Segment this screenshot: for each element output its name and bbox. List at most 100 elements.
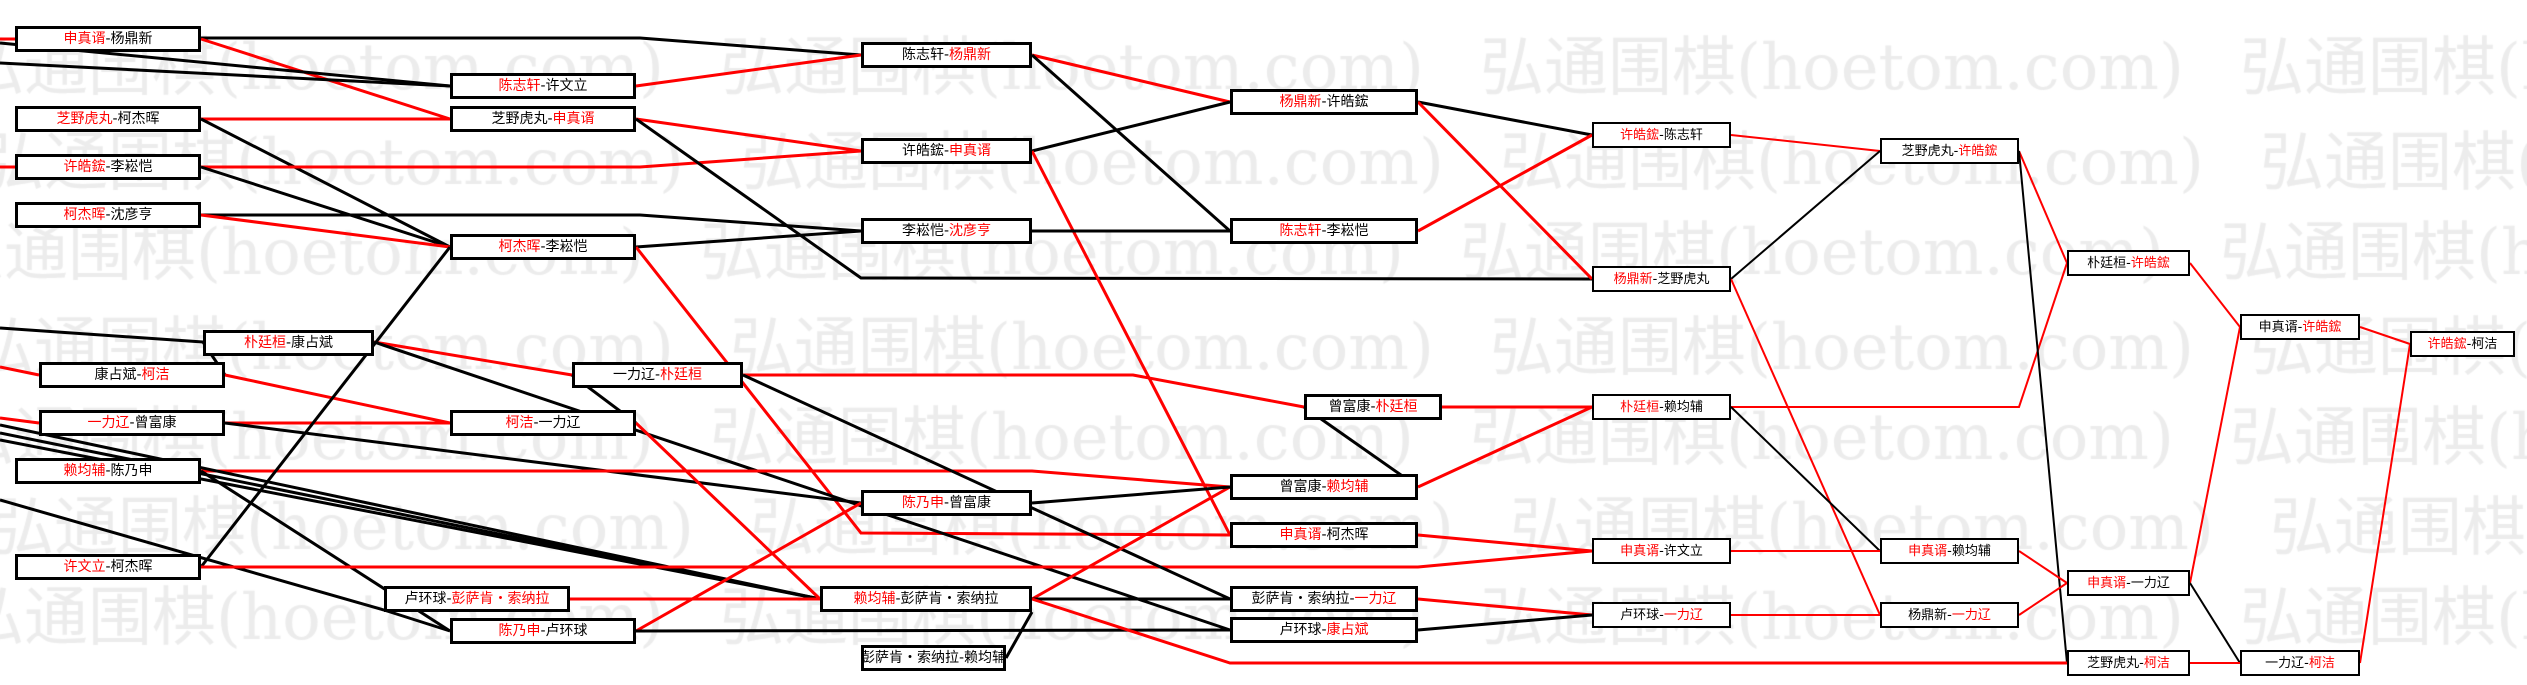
match-box[interactable]: 赖均辅-彭萨肯・索纳拉 [820,586,1032,612]
winner-path-line [2018,150,2068,264]
separator: - [105,31,111,47]
match-box[interactable]: 许文立-柯杰晖 [15,554,201,580]
match-box[interactable]: 卢环球-彭萨肯・索纳拉 [384,586,570,612]
match-box[interactable]: 赖均辅-陈乃申 [15,458,201,484]
match-box[interactable]: 朴廷桓-康占斌 [203,330,374,356]
separator: - [943,495,950,511]
player-two: 朴廷桓 [660,367,703,383]
match-box[interactable]: 卢环球-康占斌 [1230,617,1418,643]
separator: - [895,591,901,607]
match-box[interactable]: 芝野虎丸-许皓鋐 [1880,138,2019,164]
match-box[interactable]: 陈乃申-卢环球 [450,618,636,644]
player-one: 彭萨肯・索纳拉 [861,650,959,666]
separator: - [105,559,111,575]
player-one: 陈志轩 [901,47,944,63]
player-two: 柯杰晖 [110,559,153,575]
player-two: 赖均辅 [964,650,1006,666]
match-box[interactable]: 柯杰晖-李崧恺 [450,234,636,260]
player-one: 柯洁 [505,415,534,431]
match-box[interactable]: 彭萨肯・索纳拉-赖均辅 [861,645,1006,671]
match-box[interactable]: 申真谞-赖均辅 [1880,538,2019,564]
player-two: 一力辽 [1951,607,1991,623]
winner-path-line [201,549,1593,569]
player-one: 朴廷桓 [1620,399,1660,415]
player-two: 彭萨肯・索纳拉 [900,591,999,607]
player-one: 申真谞 [1279,527,1322,543]
separator: - [1947,543,1952,559]
player-two: 彭萨肯・索纳拉 [451,591,550,607]
player-one: 卢环球 [1620,607,1660,623]
match-box[interactable]: 许皓鋐-陈志轩 [1592,122,1731,148]
match-box[interactable]: 朴廷桓-赖均辅 [1592,394,1731,420]
match-box[interactable]: 一力辽-朴廷桓 [572,362,743,388]
match-box[interactable]: 许皓鋐-柯洁 [2410,331,2515,357]
player-two: 柯洁 [2471,336,2498,352]
player-one: 一力辽 [2265,655,2305,671]
bracket-line [1417,613,1593,632]
separator: - [446,591,452,607]
match-box[interactable]: 申真谞-许文立 [1592,538,1731,564]
separator: - [136,367,142,383]
player-two: 杨鼎新 [949,47,992,63]
player-two: 许皓鋐 [1958,143,1998,159]
match-box[interactable]: 芝野虎丸-柯洁 [2067,650,2190,676]
match-box[interactable]: 申真谞-一力辽 [2067,570,2190,596]
separator: - [2126,575,2131,591]
player-one: 申真谞 [1908,543,1948,559]
match-box[interactable]: 彭萨肯・索纳拉-一力辽 [1230,586,1418,612]
player-one: 芝野虎丸 [491,111,548,127]
winner-path-line [1031,485,1231,601]
player-one: 申真谞 [63,31,106,47]
match-box[interactable]: 陈志轩-许文立 [450,73,636,99]
match-box[interactable]: 一力辽-曾富康 [39,410,225,436]
match-box[interactable]: 陈志轩-杨鼎新 [861,42,1032,68]
match-box[interactable]: 卢环球-一力辽 [1592,602,1731,628]
match-box[interactable]: 杨鼎新-一力辽 [1880,602,2019,628]
separator: - [1349,591,1355,607]
separator: - [1659,399,1664,415]
player-one: 赖均辅 [63,463,106,479]
separator: - [958,650,965,666]
player-two: 李崧恺 [545,239,588,255]
player-two: 陈乃申 [110,463,153,479]
winner-path-line [0,416,40,425]
player-two: 朴廷桓 [1375,399,1418,415]
match-box[interactable]: 芝野虎丸-柯杰晖 [15,106,201,132]
player-one: 芝野虎丸 [2087,655,2140,671]
player-two: 曾富康 [949,495,992,511]
separator: - [112,111,118,127]
separator: - [1652,271,1658,287]
winner-path-line [1417,533,1593,553]
match-box[interactable]: 柯洁-一力辽 [450,410,636,436]
match-box[interactable]: 一力辽-柯洁 [2240,650,2360,676]
player-two: 柯洁 [2308,655,2335,671]
match-box[interactable]: 申真谞-杨鼎新 [15,26,201,52]
player-two: 许皓鋐 [1326,94,1369,110]
match-box[interactable]: 许皓鋐-申真谞 [861,138,1032,164]
match-box[interactable]: 曾富康-朴廷桓 [1304,394,1442,420]
match-box[interactable]: 柯杰晖-沈彦亨 [15,202,201,228]
match-box[interactable]: 杨鼎新-许皓鋐 [1230,89,1418,115]
player-one: 卢环球 [404,591,447,607]
match-box[interactable]: 朴廷桓-许皓鋐 [2067,250,2190,276]
separator: - [2466,336,2472,352]
player-two: 柯洁 [2143,655,2170,671]
match-box[interactable]: 陈乃申-曾富康 [861,490,1032,516]
player-two: 一力辽 [1663,607,1703,623]
match-box[interactable]: 申真谞-许皓鋐 [2240,314,2360,340]
player-one: 许皓鋐 [1620,127,1660,143]
match-box[interactable]: 康占斌-柯洁 [39,362,225,388]
match-box[interactable]: 李崧恺-沈彦亨 [861,218,1032,244]
match-box[interactable]: 申真谞-柯杰晖 [1230,522,1418,548]
winner-path-line [634,421,822,601]
winner-path-line [200,213,451,249]
bracket-line [635,229,862,249]
match-box[interactable]: 许皓鋐-李崧恺 [15,154,201,180]
winner-path-line [1730,134,1881,152]
match-box[interactable]: 芝野虎丸-申真谞 [450,106,636,132]
winner-path-line [743,373,1305,409]
player-two: 李崧恺 [1326,223,1369,239]
match-box[interactable]: 曾富康-赖均辅 [1230,474,1418,500]
match-box[interactable]: 陈志轩-李崧恺 [1230,218,1418,244]
match-box[interactable]: 杨鼎新-芝野虎丸 [1592,266,1731,292]
